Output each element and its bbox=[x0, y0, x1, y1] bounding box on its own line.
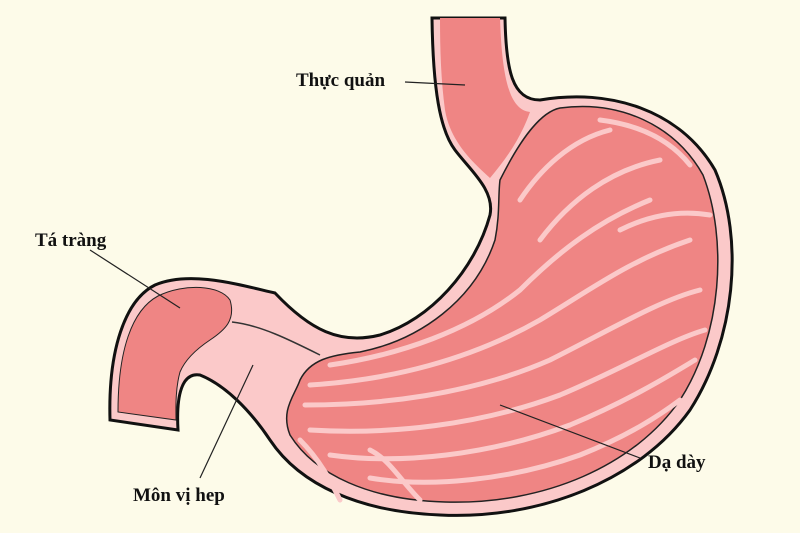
leader-stomach bbox=[499, 404, 641, 459]
label-duodenum: Tá tràng bbox=[35, 230, 107, 251]
mucosal-fold bbox=[367, 447, 423, 503]
leader-duodenum bbox=[89, 249, 181, 309]
mucosal-fold bbox=[327, 197, 653, 368]
esophagus-lumen bbox=[440, 18, 530, 178]
pylorus-canal bbox=[231, 321, 321, 356]
label-pylorus: Môn vị hep bbox=[133, 485, 225, 506]
label-esophagus: Thực quản bbox=[296, 70, 386, 91]
leader-pylorus bbox=[199, 364, 254, 479]
mucosal-fold bbox=[302, 287, 703, 408]
mucosal-fold bbox=[297, 437, 343, 503]
label-stomach: Dạ dày bbox=[648, 452, 706, 473]
mucosal-fold bbox=[307, 327, 708, 434]
mucosal-folds bbox=[297, 117, 713, 503]
duodenum-lumen bbox=[117, 286, 233, 421]
mucosal-fold bbox=[597, 117, 693, 168]
mucosal-fold bbox=[537, 157, 663, 243]
mucosal-fold bbox=[367, 397, 683, 485]
leader-esophagus bbox=[404, 81, 466, 86]
mucosal-fold bbox=[307, 237, 693, 388]
mucosal-fold bbox=[327, 357, 698, 462]
mucosal-fold bbox=[517, 127, 613, 203]
mucosal-fold bbox=[617, 210, 713, 233]
